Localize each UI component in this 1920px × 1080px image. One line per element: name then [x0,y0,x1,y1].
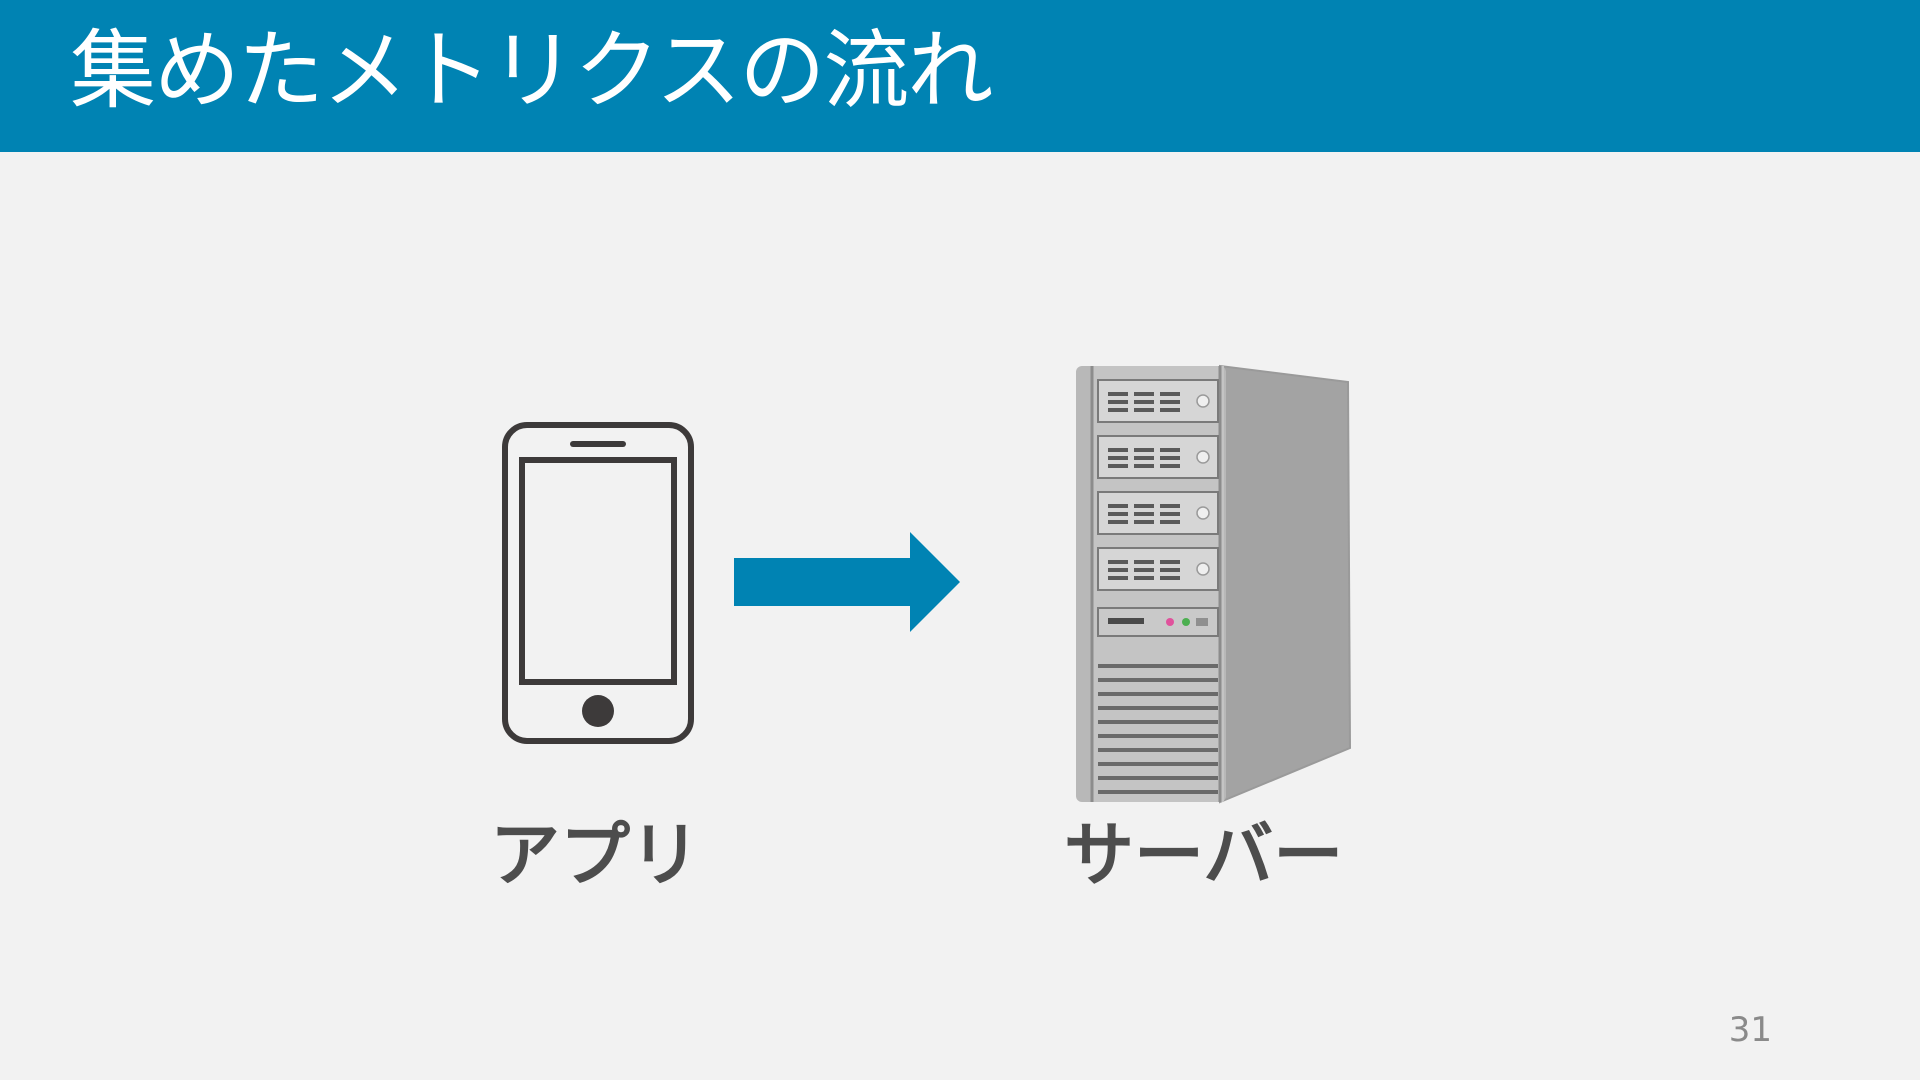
server-label: サーバー [1064,810,1343,900]
arrow-right-icon [734,532,960,632]
smartphone-icon [500,420,696,746]
page-number: 31 [1729,1010,1772,1050]
slide-title: 集めたメトリクスの流れ [70,16,991,126]
server-tower-icon [1070,362,1356,804]
title-bar: 集めたメトリクスの流れ [0,0,1920,152]
app-label: アプリ [490,810,700,900]
